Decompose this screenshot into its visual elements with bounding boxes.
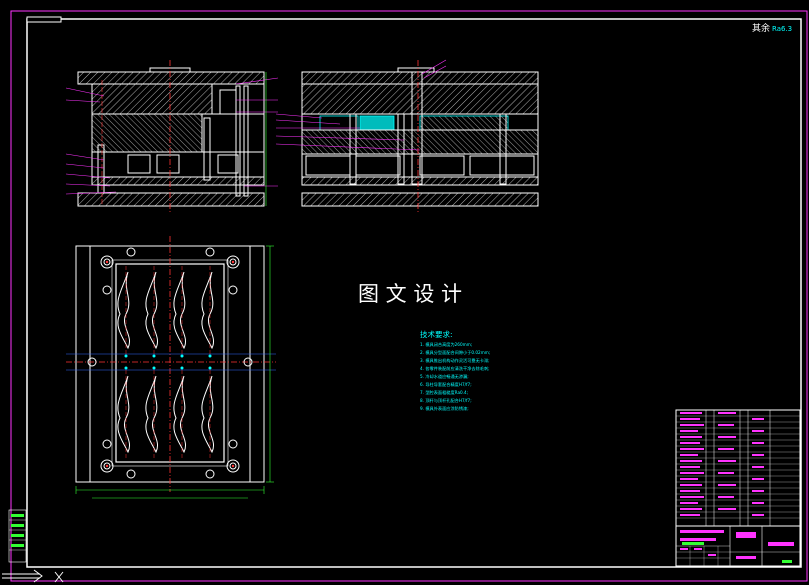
title-block — [675, 525, 801, 567]
tech-req-item: 1. 模具闭合高度为260mm; — [420, 341, 472, 348]
roughness-label: 其余 — [752, 22, 770, 34]
watermark-title: 图 文 设 计 — [358, 282, 462, 306]
guide-pillar-centers — [105, 260, 235, 468]
gate-points — [124, 354, 212, 370]
roughness-value: Ra6.3 — [772, 25, 792, 33]
cavity-row-bottom — [117, 375, 214, 454]
plan-view — [66, 236, 276, 499]
parts-list-table — [675, 409, 801, 527]
cavity-row-top — [117, 271, 214, 350]
tech-req-item: 6. 导柱导套配合精度H7/f7; — [420, 381, 472, 388]
technical-requirements: 技术要求: 1. 模具闭合高度为260mm; 2. 模具分型面配合间隙小于0.0… — [420, 329, 490, 412]
cavity-centerlines — [125, 266, 211, 460]
ucs-axis-icon — [2, 569, 64, 583]
roughness-note: 其余 Ra6.3 — [752, 22, 792, 34]
sheet-border — [10, 10, 808, 582]
tech-req-item: 3. 模具推出机构动作灵活可靠无卡滞; — [420, 357, 490, 364]
tech-req-item: 2. 模具分型面配合间隙小于0.02mm; — [420, 349, 490, 356]
tech-req-item: 5. 冷却水道应畅通无渗漏; — [420, 373, 469, 380]
side-section-view — [275, 59, 539, 214]
tech-req-item: 7. 型腔表面粗糙度Ra0.4; — [420, 389, 468, 396]
front-section-view — [65, 60, 279, 214]
parts-list-rows — [676, 415, 800, 519]
tech-req-heading: 技术要求: — [420, 329, 453, 339]
tech-req-item: 9. 模具外表面应涂防锈漆; — [420, 405, 469, 412]
revision-table — [8, 509, 27, 563]
plan-dimensions — [75, 245, 274, 499]
guide-pillars — [87, 247, 253, 479]
tech-req-item: 8. 顶杆与顶杆孔配合H7/f7; — [420, 397, 472, 404]
parts-list-marks — [680, 412, 764, 516]
tech-req-item: 4. 各零件装配前应清洗干净去除毛刺; — [420, 365, 490, 372]
